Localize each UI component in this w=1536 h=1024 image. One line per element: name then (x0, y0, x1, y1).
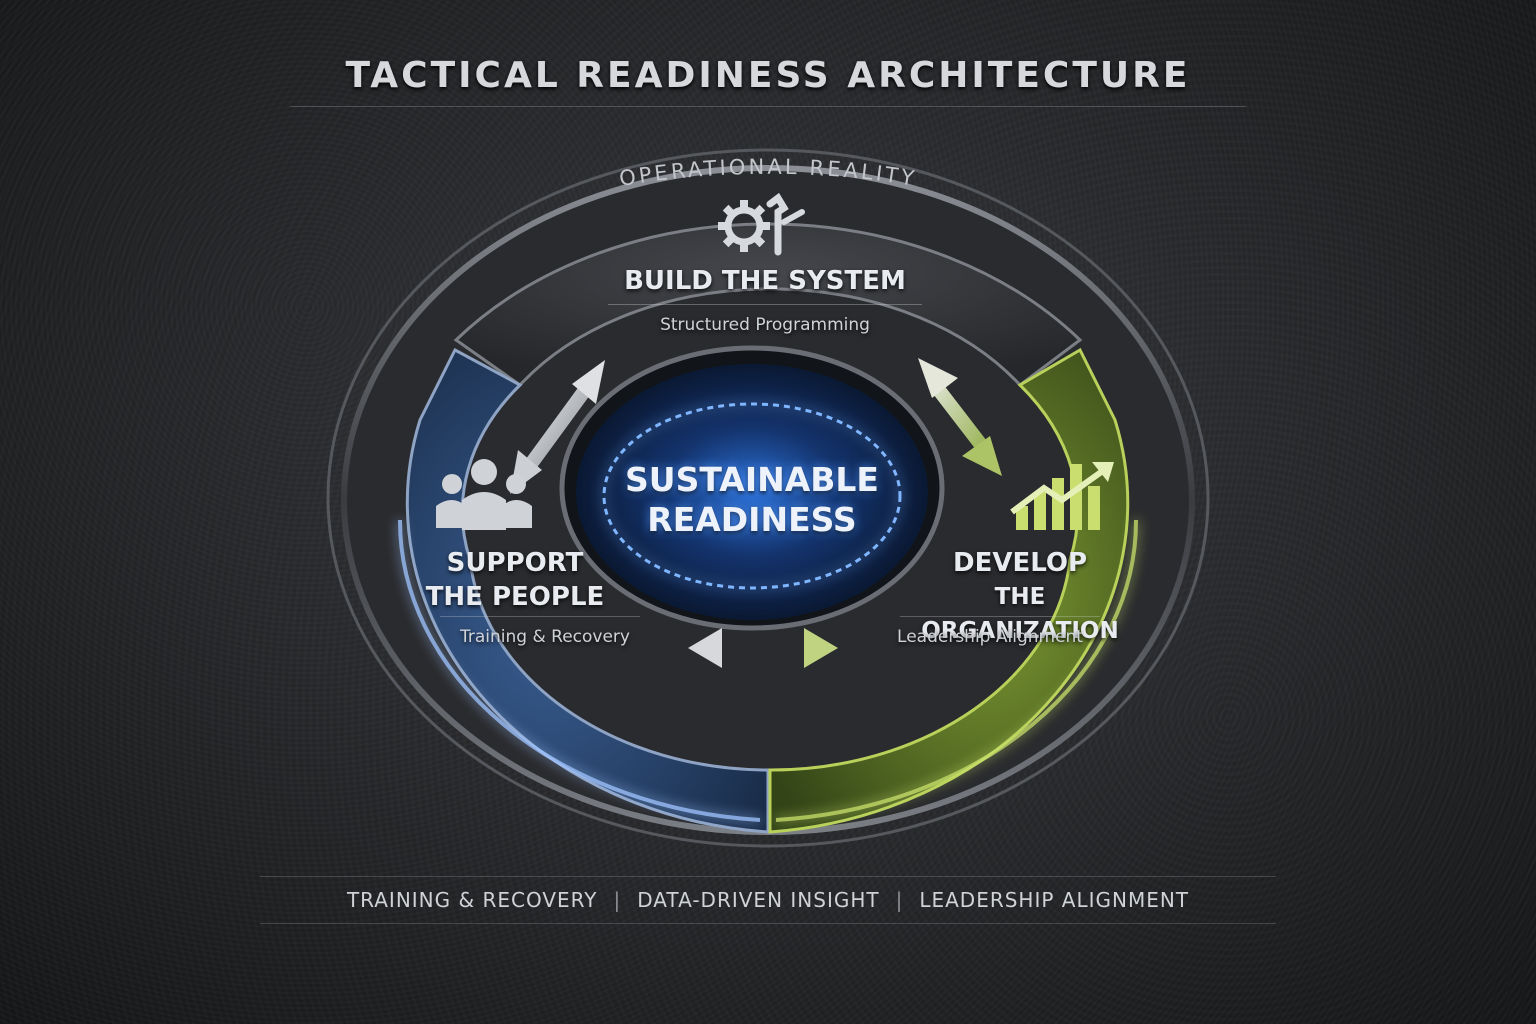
gear-wrench-icon (718, 192, 805, 256)
develop-org-title-line2: THE ORGANIZATION (921, 584, 1119, 644)
people-group-icon (436, 459, 532, 530)
outer-ring (326, 148, 1210, 848)
center-title-line1: SUSTAINABLE (625, 460, 879, 499)
support-people-title-line1: SUPPORT (446, 548, 584, 578)
support-divider (440, 616, 640, 617)
center-title-line2: READINESS (647, 500, 857, 539)
support-people-title-line2: THE PEOPLE (425, 582, 605, 612)
center-label: SUSTAINABLE READINESS (602, 460, 902, 540)
page-title: TACTICAL READINESS ARCHITECTURE (345, 54, 1191, 96)
build-system-title: BUILD THE SYSTEM (624, 266, 906, 296)
develop-org-subtitle: Leadership Alignment (897, 627, 1083, 647)
footer-bar: TRAINING & RECOVERY | DATA-DRIVEN INSIGH… (260, 876, 1276, 924)
footer-separator: | (613, 888, 622, 912)
title-bar: TACTICAL READINESS ARCHITECTURE (290, 44, 1246, 107)
develop-divider (900, 616, 1100, 617)
center-glow-ring (602, 402, 902, 590)
growth-chart-icon (1010, 462, 1114, 530)
support-people-label: SUPPORT THE PEOPLE (410, 546, 620, 614)
center-core (576, 364, 928, 620)
segment-build-system (453, 222, 1083, 388)
support-people-subtitle: Training & Recovery (460, 627, 630, 647)
develop-org-title-line1: DEVELOP (952, 548, 1088, 578)
footer-item-training: TRAINING & RECOVERY (346, 888, 598, 912)
build-system-label: BUILD THE SYSTEM Structured Programming (600, 264, 930, 335)
develop-org-label: DEVELOP THE ORGANIZATION (900, 546, 1140, 648)
arrow-support-develop (688, 628, 838, 668)
footer-item-leadership: LEADERSHIP ALIGNMENT (919, 888, 1190, 912)
footer-item-data: DATA-DRIVEN INSIGHT (637, 888, 880, 912)
build-divider (608, 304, 922, 305)
arrow-build-develop (918, 358, 1002, 476)
footer-separator: | (895, 888, 904, 912)
build-system-subtitle: Structured Programming (660, 315, 870, 335)
